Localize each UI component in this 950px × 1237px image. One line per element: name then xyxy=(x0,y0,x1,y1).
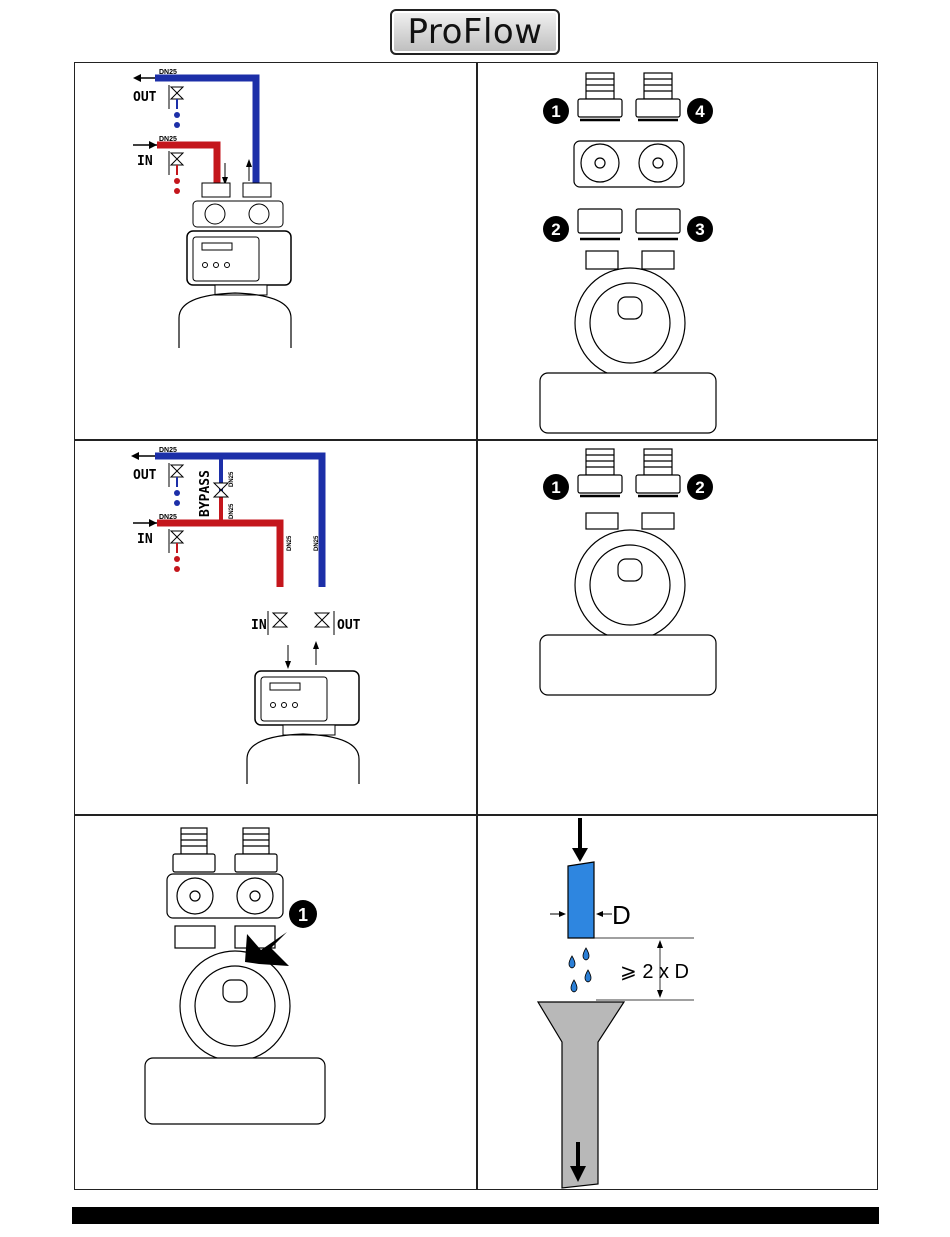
svg-text:2: 2 xyxy=(695,478,704,497)
dn-label-out: DN25 xyxy=(159,69,177,76)
valve-icon xyxy=(169,463,183,506)
outlet-pipe xyxy=(155,78,256,183)
panel-drain-airgap: D ⩾ 2 x D xyxy=(476,814,878,1191)
bypass-installation-diagram: DN25 DN25 OUT IN BYPASS DN25 DN25 DN25 D… xyxy=(75,439,476,814)
connector-number-2: 2 xyxy=(687,474,713,500)
panel-valve-connectors: 1 4 2 3 xyxy=(476,63,878,439)
outflow-arrow-icon xyxy=(560,1140,600,1186)
svg-text:1: 1 xyxy=(298,905,308,925)
diagram-grid: DN25 DN25 OUT IN xyxy=(74,62,878,1190)
svg-text:3: 3 xyxy=(695,220,704,239)
panel-filter-location: 1 xyxy=(75,814,476,1191)
connector-number-1: 1 xyxy=(543,474,569,500)
dn-label-out-vertical: DN25 xyxy=(314,535,320,551)
out-label: OUT xyxy=(133,468,157,483)
valve-icon xyxy=(169,529,183,572)
svg-text:1: 1 xyxy=(551,102,560,121)
in-label: IN xyxy=(137,532,153,547)
in-label: IN xyxy=(137,154,153,169)
svg-text:1: 1 xyxy=(551,478,560,497)
filter-number-1: 1 xyxy=(289,900,317,928)
footer-bar xyxy=(72,1207,879,1224)
panel-valve-direct: 1 2 xyxy=(476,439,878,814)
valve-icon xyxy=(169,85,183,128)
drain-tube xyxy=(568,862,594,938)
flow-arrow-icon xyxy=(572,848,588,862)
tank-outline xyxy=(179,293,291,348)
connector-number-4: 4 xyxy=(687,98,713,124)
dn-label-bypass-top: DN25 xyxy=(229,471,235,487)
dn-label-in: DN25 xyxy=(159,136,177,143)
connector-number-2: 2 xyxy=(543,216,569,242)
tank-outline xyxy=(247,734,359,784)
dn-label-out: DN25 xyxy=(159,447,177,454)
gap-label: ⩾ 2 x D xyxy=(620,961,689,983)
svg-text:4: 4 xyxy=(695,102,705,121)
installation-diagram: DN25 DN25 OUT IN xyxy=(75,63,476,439)
logo-text: ProFlow xyxy=(407,12,542,52)
valve-connectors-diagram: 1 4 2 3 xyxy=(476,63,878,439)
unit-out-label: OUT xyxy=(337,618,361,633)
diameter-label: D xyxy=(612,900,631,930)
water-drops-icon xyxy=(569,948,591,992)
dn-label-in-vertical: DN25 xyxy=(287,535,293,551)
bypass-valve-icon xyxy=(214,483,228,497)
proflow-logo: ProFlow xyxy=(390,9,560,55)
connector-number-1: 1 xyxy=(543,98,569,124)
inlet-pipe xyxy=(157,523,280,587)
filter-location-diagram: 1 xyxy=(75,814,476,1191)
dn-label-in: DN25 xyxy=(159,514,177,521)
svg-text:2: 2 xyxy=(551,220,560,239)
inlet-valve-icon xyxy=(273,613,287,627)
valve-icon xyxy=(169,151,183,194)
out-label: OUT xyxy=(133,90,157,105)
inlet-pipe xyxy=(157,145,217,183)
drain-airgap-diagram: D ⩾ 2 x D xyxy=(476,814,878,1191)
valve-direct-diagram: 1 2 xyxy=(476,439,878,814)
outlet-valve-icon xyxy=(315,613,329,627)
unit-in-label: IN xyxy=(251,618,267,633)
bypass-label: BYPASS xyxy=(198,470,213,517)
dn-label-bypass-bottom: DN25 xyxy=(229,503,235,519)
connector-number-3: 3 xyxy=(687,216,713,242)
panel-installation: DN25 DN25 OUT IN xyxy=(75,63,476,439)
panel-bypass-installation: DN25 DN25 OUT IN BYPASS DN25 DN25 DN25 D… xyxy=(75,439,476,814)
